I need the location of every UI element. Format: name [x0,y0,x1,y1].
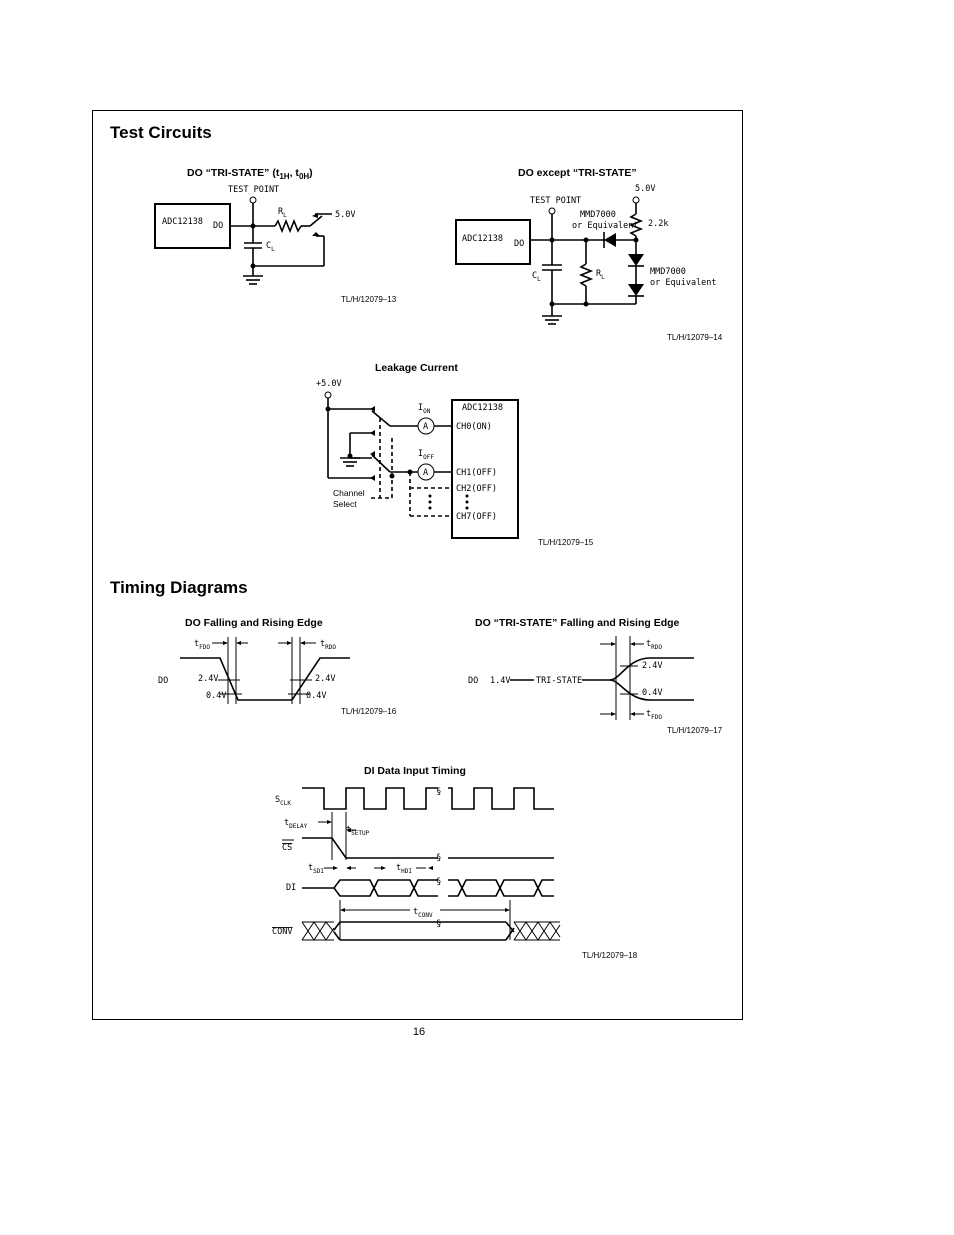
v24-label: 2.4V [642,661,662,671]
do-waveform [180,657,350,701]
vsrc-label: 5.0V [335,210,355,220]
switch-off [371,454,391,473]
chip-label: ADC12138 [462,403,503,413]
trdo-label: tRDO [646,639,662,651]
page-frame [92,110,743,1020]
cl-label: CL [532,271,541,283]
svg-text:§: § [436,877,441,887]
cs-label: CS [282,843,292,853]
chip-box [455,219,531,265]
signal-label: DO [158,676,168,686]
fig17-waveform: tRDO tFDO DO 1.4V TRI-STATE 2.4V 0.4V [468,636,694,721]
diode1-label: MMD7000 [580,210,616,220]
fig14-circuit: 5.0V 2.2k TEST POINT ADC12138 DO MMD7000… [455,184,717,325]
v24-left: 2.4V [198,674,218,684]
fig15-title: Leakage Current [375,362,458,374]
tristate-label: TRI-STATE [536,676,582,686]
fig14-title: DO except “TRI-STATE” [518,167,637,179]
fig17-title: DO “TRI-STATE” Falling and Rising Edge [475,617,680,629]
fig13-title: DO “TRI-STATE” (t1H, t0H) [187,167,313,182]
pin-label: DO [514,239,524,249]
chip-label: ADC12138 [162,217,203,227]
tdelay-label: tDELAY [284,818,308,830]
falling-waveform [609,679,694,701]
test-point-terminal [249,196,257,204]
pin-label: DO [213,221,223,231]
v14-label: 1.4V [490,676,510,686]
diode2-label-b: or Equivalent [650,278,717,288]
diode-3-icon [628,284,644,296]
v04-label: 0.4V [642,688,662,698]
ch0-label: CH0(ON) [456,422,492,432]
fig15-circuit: +5.0V Channel Select A A ION IOFF ADC121… [316,379,519,539]
di-label: DI [286,883,296,893]
fig16-title: DO Falling and Rising Edge [185,617,323,629]
ch7-label: CH7(OFF) [456,512,497,522]
ch1-label: CH1(OFF) [456,468,497,478]
sclk-waveform [302,787,438,810]
trdo-label: tRDO [320,639,336,651]
fig14-ref: TL/H/12079–14 [667,333,723,342]
svg-text:§: § [436,853,441,863]
chip-box [451,399,519,539]
resistor-rl [578,263,594,287]
diode-1-icon [604,233,616,247]
diode2-label: MMD7000 [650,267,686,277]
fig16-waveform: tFDO tRDO DO 2.4V 0.4V 2.4V 0.4V [158,637,350,704]
rising-waveform [609,657,694,681]
section-title-test-circuits: Test Circuits [110,123,212,142]
tconv-label: tCONV [413,907,433,919]
fig17-ref: TL/H/12079–17 [667,726,723,735]
tsdi-label: tSDI [308,863,324,875]
res-label: 2.2k [648,219,668,229]
section-title-timing-diagrams: Timing Diagrams [110,578,248,597]
fig13-circuit: TEST POINT ADC12138 DO RL 5.0V CL [154,185,355,285]
vsrc-label: +5.0V [316,379,342,389]
diode1-label-b: or Equivalent [572,221,639,231]
di-waveform [302,879,554,897]
v24-right: 2.4V [315,674,335,684]
sclk-label: SCLK [275,795,291,807]
fig16-ref: TL/H/12079–16 [341,707,397,716]
rl-label: RL [278,207,287,219]
v04-right: 0.4V [306,691,326,701]
select-label-1: Channel [333,488,365,498]
test-point-label: TEST POINT [530,196,581,206]
fig15-ref: TL/H/12079–15 [538,538,594,547]
tfdo-label: tFDO [194,639,210,651]
test-point-label: TEST POINT [228,185,279,195]
conv-waveform [333,921,515,941]
ch2-label: CH2(OFF) [456,484,497,494]
cs-waveform [302,837,438,859]
fig18-ref: TL/H/12079–18 [582,951,638,960]
switch-on [371,410,391,427]
vsrc-label: 5.0V [635,184,655,194]
cl-label: CL [266,241,275,253]
fig13-ref: TL/H/12079–13 [341,295,397,304]
resistor-rl [274,218,302,234]
conv-label: CONV [272,927,292,937]
diode-2-icon [628,254,644,266]
meter-on-label: A [423,422,428,432]
thdi-label: tHDI [396,863,412,875]
signal-label: DO [468,676,478,686]
i-off-label: IOFF [418,449,434,461]
vsrc-terminal [324,391,332,399]
rl-label: RL [596,269,605,281]
svg-text:§: § [436,787,441,797]
tfdo-label: tFDO [646,709,662,721]
page-number: 16 [412,1026,426,1038]
fig18-waveform: SCLK § tDELAY tSETUP CS § tSDI tHDI DI §… [272,787,561,941]
svg-text:§: § [436,919,441,929]
resistor-2k2 [628,213,644,237]
fig18-title: DI Data Input Timing [364,765,466,777]
chip-label: ADC12138 [462,234,503,244]
meter-off-label: A [423,468,428,478]
i-on-label: ION [418,403,431,415]
vsrc-terminal [632,196,640,204]
v04-left: 0.4V [206,691,226,701]
select-label-2: Select [333,499,357,509]
switch [309,215,323,227]
test-point-terminal [548,207,556,215]
